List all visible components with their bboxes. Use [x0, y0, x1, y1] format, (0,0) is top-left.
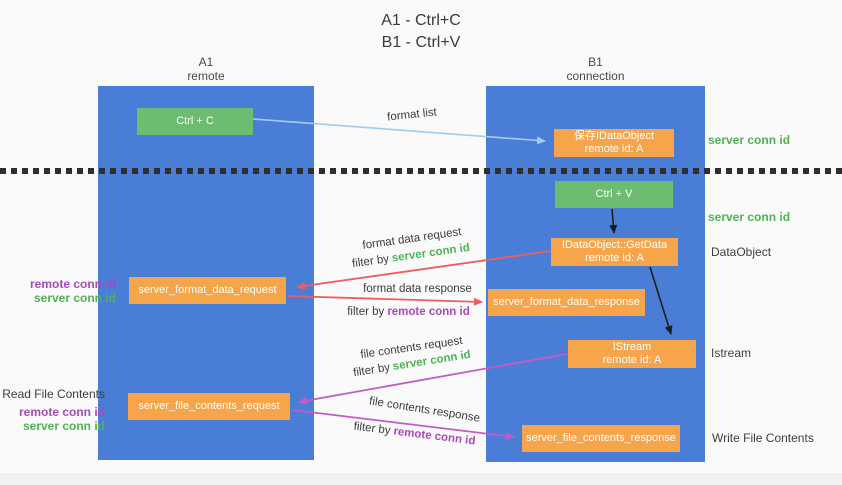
- side-label-server-conn-id-3: server conn id: [33, 291, 116, 305]
- lifeline-b-role: connection: [566, 69, 625, 83]
- node-save-dataobject-line1: 保存IDataObject: [573, 130, 655, 142]
- node-server-file-contents-request-label: server_file_contents_request: [138, 400, 280, 412]
- side-label-istream: Istream: [711, 346, 752, 360]
- lifeline-b-header: B1 connection: [486, 55, 705, 83]
- node-save-dataobject: 保存IDataObject remote id: A: [554, 129, 674, 157]
- side-label-remote-conn-id-1: remote conn id: [29, 277, 116, 291]
- filter-prefix: filter by: [347, 306, 385, 318]
- title-line-1: A1 - Ctrl+C: [381, 12, 461, 29]
- node-server-format-data-request: server_format_data_request: [129, 277, 286, 304]
- node-istream-line1: IStream: [612, 341, 652, 353]
- lifeline-b-name: B1: [588, 55, 603, 69]
- filter-prefix: filter by: [352, 420, 392, 438]
- side-label-server-conn-id-1: server conn id: [708, 133, 791, 147]
- filter-key-remote-conn-id: remote conn id: [392, 425, 477, 448]
- side-label-dataobject: DataObject: [711, 245, 772, 259]
- node-save-dataobject-line2: remote id: A: [584, 143, 644, 155]
- node-server-file-contents-request: server_file_contents_request: [128, 393, 290, 420]
- side-label-group-format: remote conn id server conn id: [0, 277, 116, 305]
- copy-paste-boundary-dashed-line: [0, 168, 842, 174]
- lifeline-a-role: remote: [187, 69, 225, 83]
- node-ctrl-c-label: Ctrl + C: [176, 115, 214, 127]
- filter-prefix: filter by: [351, 253, 390, 271]
- node-server-format-data-response: server_format_data_response: [488, 289, 645, 316]
- edge-label-format-list: format list: [386, 106, 438, 124]
- node-ctrl-v-label: Ctrl + V: [595, 188, 633, 200]
- edge-label-format-data-response: format data response: [363, 283, 472, 295]
- filter-key-remote-conn-id: remote conn id: [387, 306, 470, 318]
- node-server-file-contents-response: server_file_contents_response: [522, 425, 680, 452]
- side-label-remote-conn-id-2: remote conn id: [18, 405, 105, 419]
- filter-prefix: filter by: [352, 361, 391, 380]
- node-istream-line2: remote id: A: [602, 354, 662, 366]
- arrow-format-data-response: [286, 295, 483, 306]
- lifeline-a-header: A1 remote: [98, 55, 314, 83]
- side-label-server-conn-id-2: server conn id: [708, 210, 791, 224]
- node-server-format-data-response-label: server_format_data_response: [493, 296, 640, 308]
- diagram-title: A1 - Ctrl+C B1 - Ctrl+V: [0, 10, 842, 54]
- node-ctrl-c: Ctrl + C: [137, 108, 253, 135]
- bottom-strip: [0, 473, 842, 485]
- node-ctrl-v: Ctrl + V: [555, 181, 673, 208]
- node-idataobject-getdata: IDataObject::GetData remote id: A: [551, 238, 678, 266]
- side-label-read-file-contents: Read File Contents: [2, 387, 105, 401]
- node-idataobject-getdata-line2: remote id: A: [585, 252, 644, 264]
- title-line-2: B1 - Ctrl+V: [381, 34, 461, 51]
- lifeline-a-name: A1: [198, 55, 214, 69]
- node-idataobject-getdata-line1: IDataObject::GetData: [561, 239, 668, 251]
- node-istream: IStream remote id: A: [568, 340, 696, 368]
- side-label-group-file: Read File Contents remote conn id server…: [0, 387, 105, 433]
- node-server-file-contents-response-label: server_file_contents_response: [526, 432, 676, 444]
- side-label-server-conn-id-4: server conn id: [22, 419, 105, 433]
- node-server-format-data-request-label: server_format_data_request: [138, 284, 277, 296]
- side-label-write-file-contents: Write File Contents: [712, 431, 814, 445]
